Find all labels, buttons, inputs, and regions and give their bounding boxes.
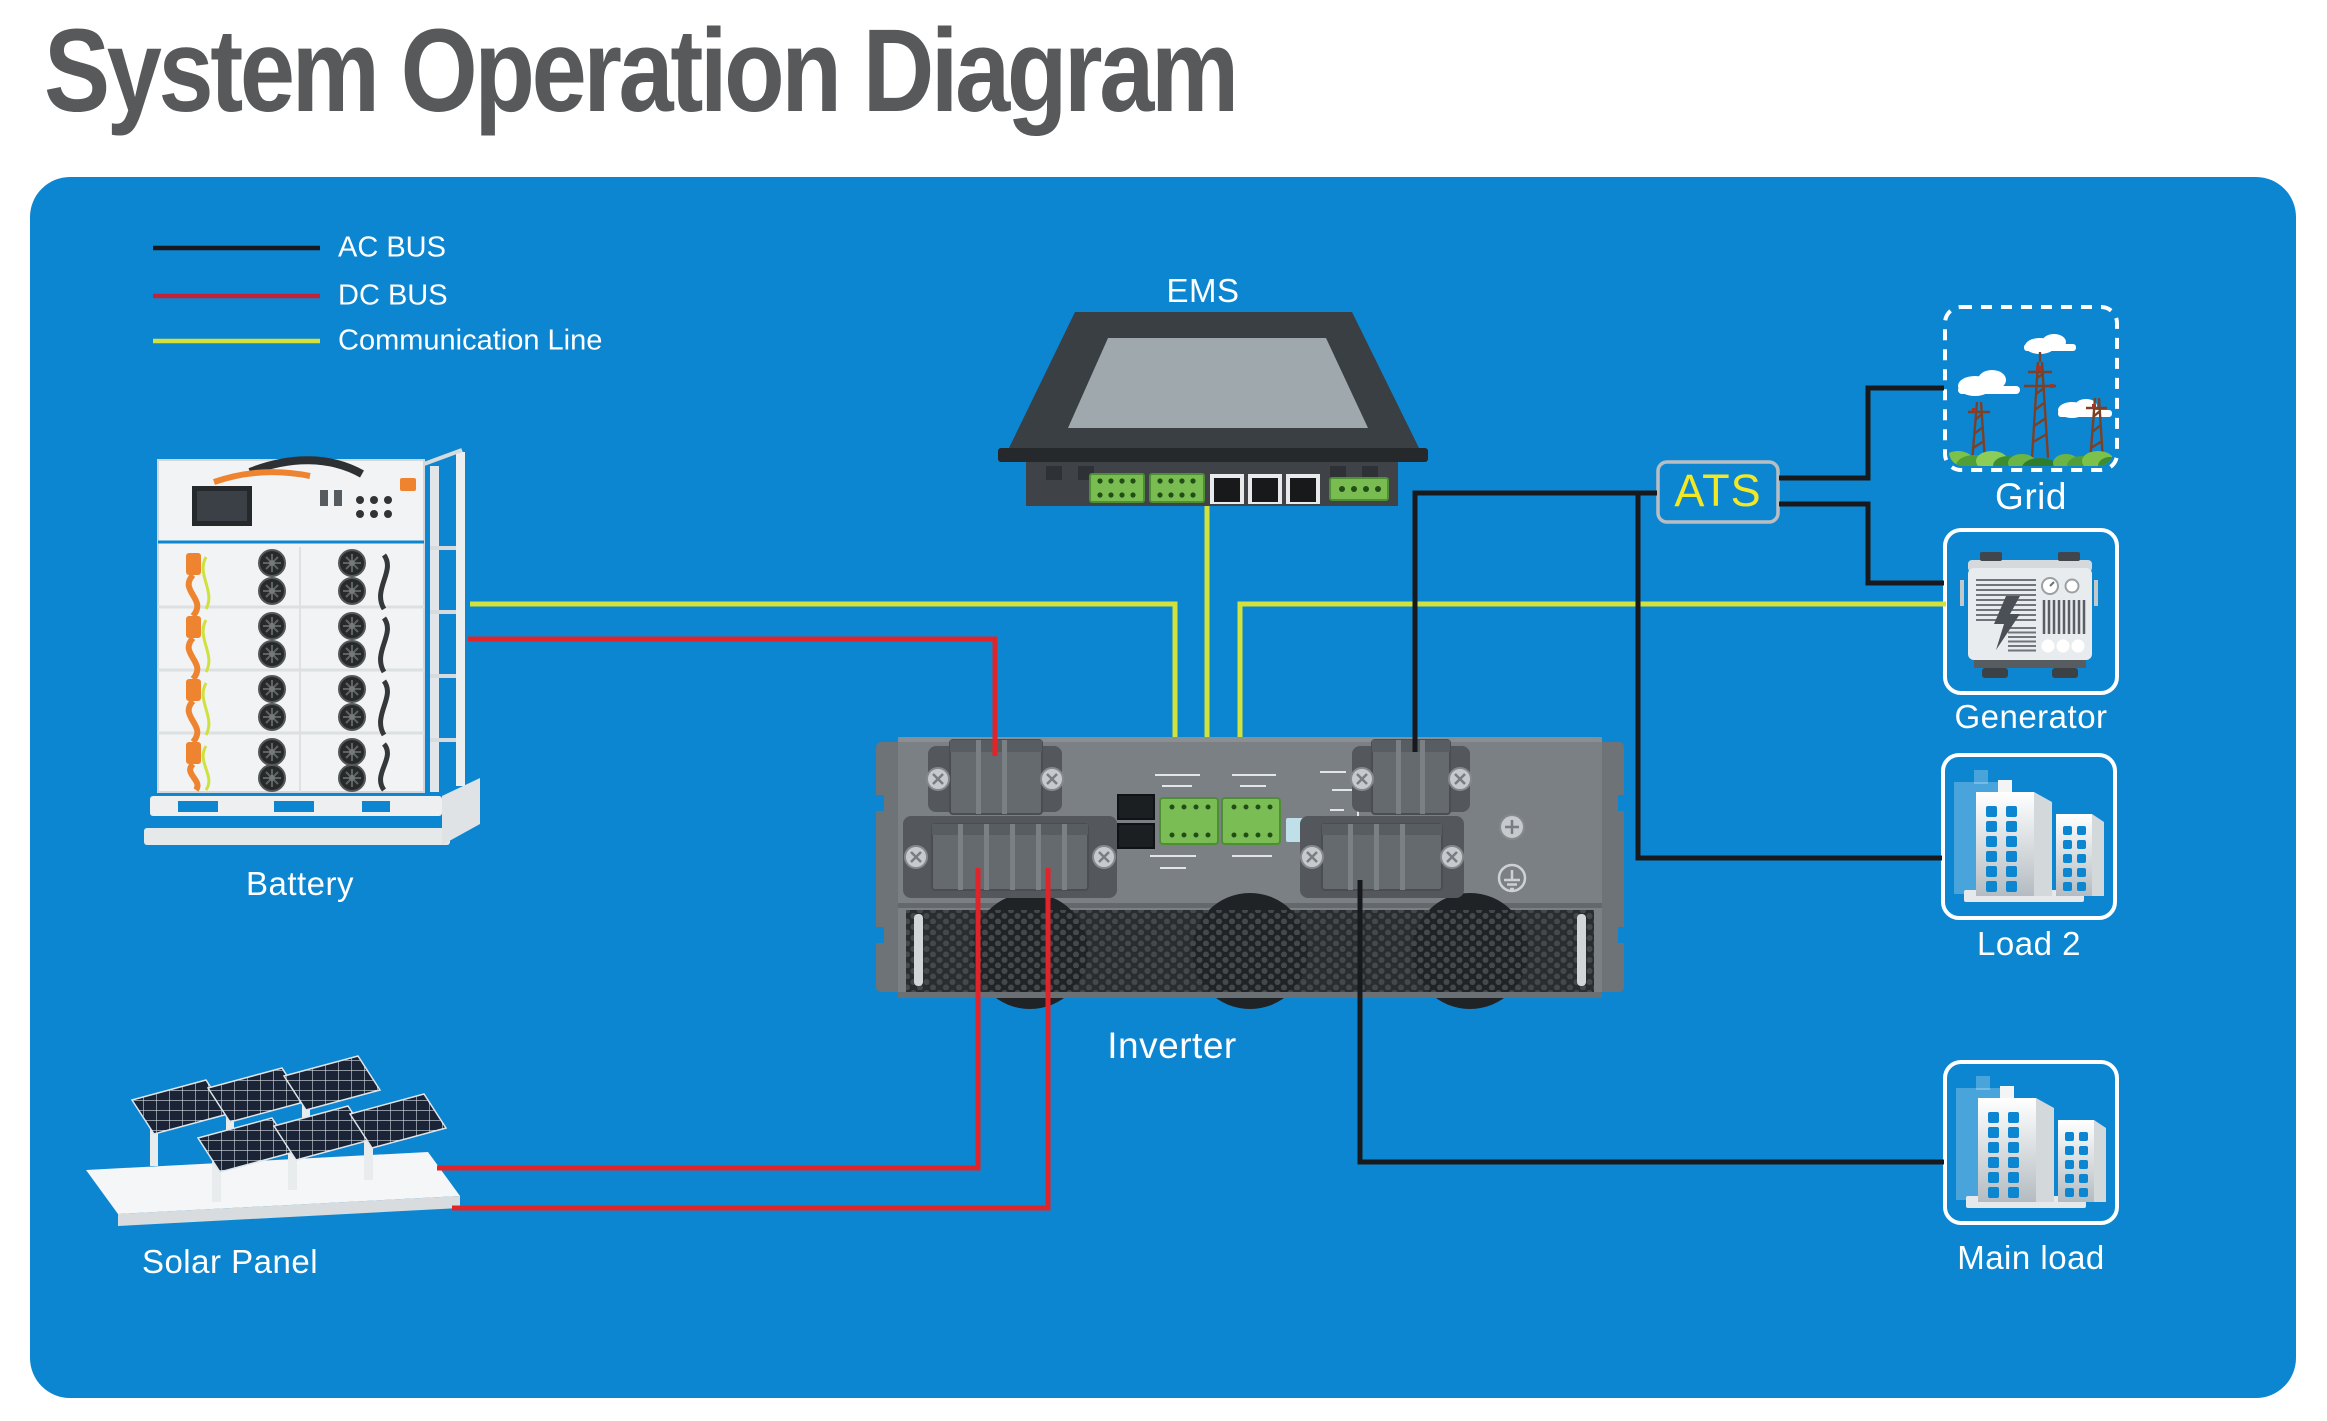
- ground-icon: [1497, 863, 1527, 893]
- grid-node: [1943, 305, 2119, 472]
- dc-line-inverter-solar-2: [452, 868, 1051, 1211]
- main-load-label: Main load: [1957, 1239, 2105, 1276]
- generator-icon: [1960, 552, 2098, 678]
- load2-label: Load 2: [1977, 925, 2081, 962]
- ac-line-ats-generator: [1779, 501, 1944, 586]
- ac-line-ats-grid: [1779, 385, 1944, 481]
- inverter-pv-terminal: [903, 816, 1117, 898]
- load2-node: [1941, 753, 2117, 920]
- legend-label-dc-bus: DC BUS: [338, 279, 448, 312]
- comm-line-inverter-generator: [1237, 601, 1946, 737]
- legend: [153, 245, 320, 344]
- solar-panel-label: Solar Panel: [141, 1243, 319, 1280]
- grid-illustration: [1949, 334, 2113, 466]
- ems-screen: [1068, 338, 1368, 428]
- legend-label-ac-bus: AC BUS: [338, 231, 446, 264]
- legend-label-communication: Communication Line: [338, 324, 603, 357]
- ac-line-inverter-ats: [1412, 490, 1657, 752]
- inverter-fan-grille: [906, 893, 1594, 1009]
- generator-label: Generator: [1954, 698, 2108, 735]
- inverter-ac-output-terminal: [1349, 739, 1473, 815]
- grid-label: Grid: [1995, 476, 2067, 517]
- ats-box: [1656, 460, 1780, 524]
- main-load-node: [1943, 1060, 2119, 1225]
- battery-illustration: [144, 448, 480, 845]
- generator-box: [1943, 528, 2119, 695]
- generator-node: [1943, 528, 2119, 695]
- ems-device: [998, 312, 1428, 506]
- solar-panel-illustration: [86, 1055, 460, 1226]
- ems-ethernet-ports: [1210, 474, 1320, 504]
- dc-line-battery-inverter: [468, 636, 998, 756]
- load2-box: [1941, 753, 2117, 920]
- ats-label: ATS: [1674, 465, 1762, 516]
- battery-pallet: [144, 778, 480, 845]
- inverter-label: Inverter: [1107, 1025, 1237, 1066]
- inverter-dc-input-terminal: [925, 739, 1065, 815]
- lightning-bolt-icon: [1994, 596, 2020, 650]
- battery-modules: [158, 549, 424, 792]
- grid-box: [1943, 305, 2119, 472]
- ac-line-ats-load2: [1635, 493, 1942, 861]
- grid-bushes: [1949, 451, 2113, 466]
- dc-line-inverter-solar-1: [437, 868, 981, 1171]
- page-title: System Operation Diagram: [44, 5, 1239, 137]
- ems-label: EMS: [1166, 272, 1240, 309]
- communication-lines: [470, 506, 1946, 737]
- comm-line-battery-inverter: [470, 601, 1178, 737]
- inverter-load-terminal: [1299, 816, 1465, 898]
- inverter-device: [874, 737, 1628, 1009]
- ac-line-inverter-mainload: [1357, 880, 1944, 1165]
- dc-bus-lines: [437, 636, 1051, 1211]
- battery-label: Battery: [245, 865, 355, 902]
- ac-bus-lines: [1357, 385, 1944, 1165]
- ems-terminal-blocks: [1089, 473, 1205, 503]
- main-load-box: [1943, 1060, 2119, 1225]
